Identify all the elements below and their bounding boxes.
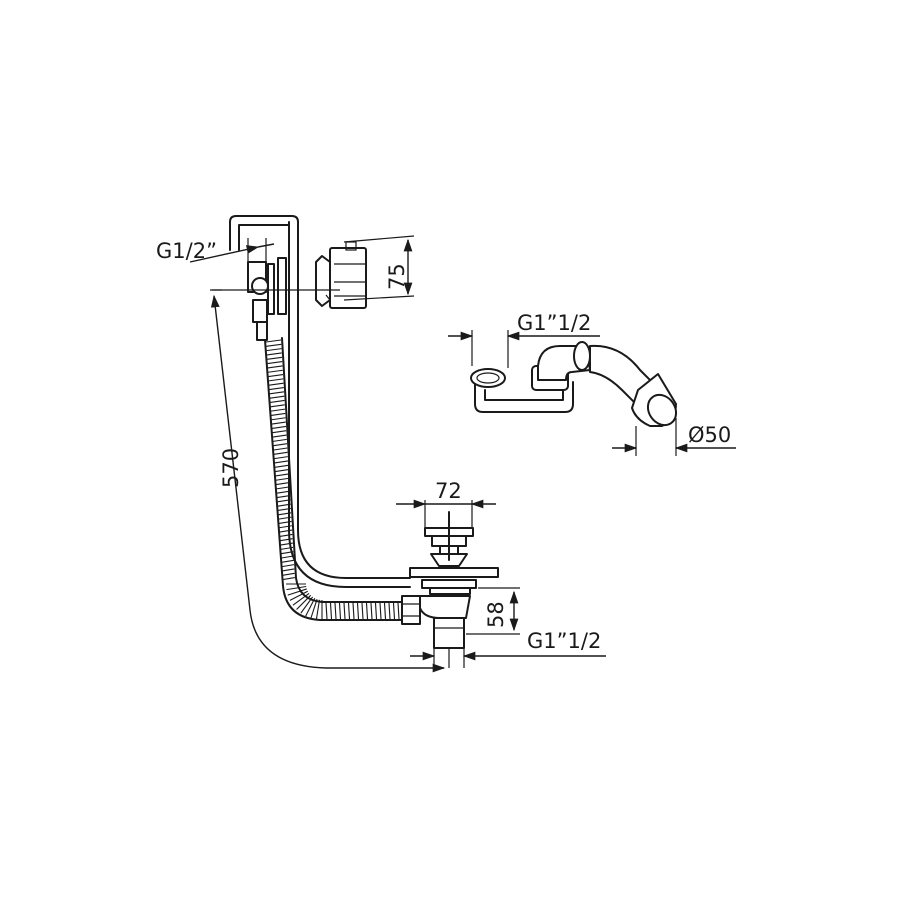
drain-assembly [401, 511, 499, 668]
valve-flange [267, 263, 275, 315]
hose-rib [282, 568, 295, 572]
hose-rib [276, 486, 290, 490]
hose-rib [281, 559, 294, 563]
hose-rib [273, 451, 288, 455]
hose-rib [392, 602, 396, 620]
hose-rib [279, 538, 293, 542]
hose-rib [275, 469, 289, 473]
hose-rib [266, 348, 282, 352]
hose-rib [315, 599, 321, 620]
dimension-valve-thread [189, 238, 275, 263]
hose-rib [268, 369, 283, 373]
hose-rib [374, 602, 378, 620]
hose-rib [388, 602, 391, 620]
dimension-outlet-diameter [612, 418, 736, 456]
hose-rib [273, 443, 288, 447]
label-drain-width: 72 [435, 479, 462, 503]
hose-rib [352, 602, 355, 620]
overflow-plate [277, 257, 287, 315]
dimension-drain-width [396, 499, 496, 528]
hose-rib [275, 473, 289, 477]
label-drain-thread: G1”1/2 [527, 629, 601, 653]
hose-rib [286, 585, 307, 591]
label-outlet-diameter: Ø50 [688, 423, 731, 447]
siphon-inlet [470, 368, 506, 388]
drain-flange [421, 579, 477, 589]
siphon-elbow-ring [573, 341, 591, 371]
hose-rib [269, 386, 284, 391]
hose-rib [272, 438, 287, 442]
hose-rib [269, 391, 285, 395]
hose-rib [266, 343, 282, 347]
hose-rib [343, 602, 346, 620]
hose-rib [267, 356, 283, 360]
hose-rib [281, 564, 295, 568]
label-drain-height: 58 [484, 601, 508, 628]
hose-rib [310, 599, 318, 619]
hose-rib [282, 577, 295, 581]
valve-stem [252, 299, 268, 323]
hose-rib [270, 408, 286, 412]
overflow-valve-assembly [247, 257, 287, 341]
siphon-outlet-mouth [646, 393, 678, 427]
dimension-siphon-thread [448, 330, 600, 368]
hose-rib [273, 447, 288, 451]
valve-knob [251, 277, 269, 295]
hose-rib [271, 412, 286, 416]
hose-rib [281, 555, 294, 559]
hose-rib [268, 374, 284, 378]
hose-rib [265, 339, 282, 343]
hose-rib [269, 395, 285, 399]
hose-rib [379, 602, 382, 620]
label-siphon-thread: G1”1/2 [517, 311, 591, 335]
hose-rib [338, 602, 342, 620]
dimension-drain-height [466, 587, 520, 635]
label-overflow-height: 75 [385, 263, 409, 290]
dimension-total-length [210, 289, 446, 673]
hose-rib [361, 602, 364, 620]
hose-rib [267, 365, 283, 369]
hose-rib [276, 490, 290, 494]
hose-rib [274, 456, 288, 460]
hose-rib [370, 602, 373, 620]
hose-rib [272, 430, 287, 434]
hose-rib [272, 434, 287, 438]
hose-rib [274, 460, 289, 464]
hose-rib [325, 602, 328, 620]
hose-rib [383, 602, 387, 620]
hose-rib [275, 477, 290, 481]
hose-rib [279, 529, 293, 533]
hose-rib [271, 421, 286, 425]
hose-rib [356, 602, 360, 620]
dimension-drain-thread [410, 648, 606, 668]
drain-body [417, 595, 471, 619]
hose-rib [329, 602, 333, 620]
hose-rib [334, 602, 337, 620]
hose-nut [401, 595, 421, 625]
hose-rib [347, 602, 351, 620]
hose-rib [271, 417, 286, 421]
hose-rib [268, 378, 284, 382]
hose-rib [270, 404, 285, 408]
siphon [470, 341, 678, 427]
tub-plate [409, 567, 499, 578]
hose-rib [279, 533, 293, 537]
hose-rib [267, 361, 283, 365]
drain-outlet [433, 617, 465, 649]
hose-rib [282, 572, 295, 576]
hose-rib [270, 399, 285, 404]
hose-rib [397, 602, 400, 620]
hose-rib [365, 602, 369, 620]
hose-rib [266, 352, 282, 356]
overflow-cap [315, 241, 367, 309]
hose-rib [274, 464, 289, 468]
hose-rib [272, 425, 287, 429]
label-valve-thread: G1/2” [156, 239, 217, 263]
valve-coupler [256, 321, 268, 341]
hose-rib [276, 482, 290, 486]
hose-rib [268, 382, 284, 386]
label-total-length: 570 [219, 448, 243, 488]
